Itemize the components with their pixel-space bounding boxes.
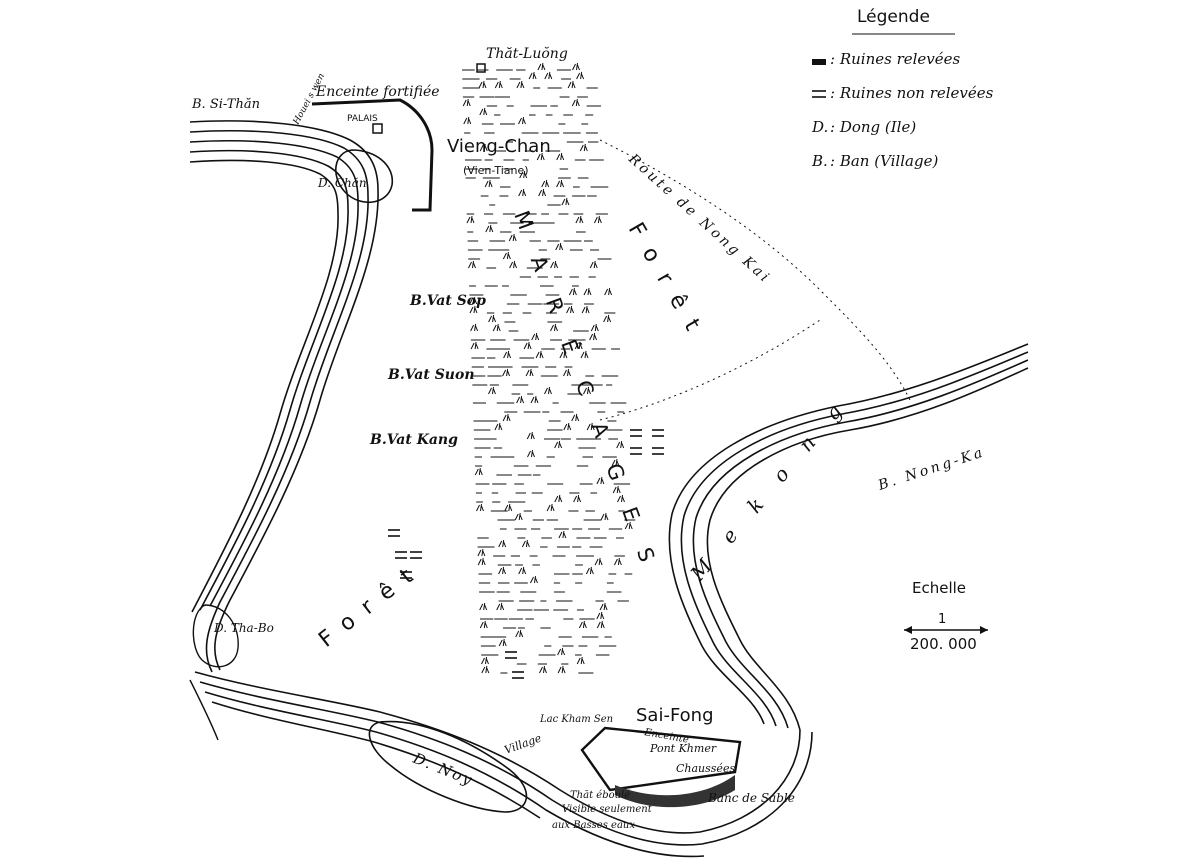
label-mekong: Mekong [685, 378, 865, 586]
scale-numerator: 1 [938, 612, 946, 627]
label-pont-khmer: Pont Khmer [649, 742, 717, 755]
label-that-eboule: Thăt éboulé [570, 790, 630, 801]
label-b-vat-suon: B.Vat Suon [387, 367, 475, 383]
tributary [189, 679, 219, 741]
palais-marker [372, 123, 383, 134]
label-banc-de-sable: Banc de Sable [707, 791, 795, 805]
label-village: Village [503, 731, 544, 757]
label-palais: PALAIS [347, 114, 378, 124]
sai-fong-enclosure [580, 726, 742, 792]
scale: Echelle 1 200. 000 [904, 579, 988, 653]
ruins-surveyed-icon [812, 59, 826, 65]
scale-arrow-left [904, 626, 912, 634]
scale-label: Echelle [912, 579, 966, 597]
legend-item-ruins-unsurveyed: : Ruines non relevées [830, 84, 994, 102]
label-b-si-than: B. Si-Thăn [191, 97, 260, 112]
d-tha-bo-island [192, 604, 239, 668]
label-foret-east: Forêt [623, 219, 713, 349]
fortified-enclosure [311, 98, 434, 212]
d-chan-island [335, 149, 393, 204]
label-enceinte-fortifiee: Enceinte fortifiée [315, 84, 440, 100]
route-nong-kai [599, 139, 911, 401]
label-that-luong: Thăt-Luŏng [486, 46, 568, 62]
legend-item-dong: : Dong (Ile) [830, 118, 916, 136]
ruins-unsurveyed-symbols [388, 429, 664, 679]
label-visible-seulement: Visible seulement [562, 804, 653, 815]
legend-symbol-dong: D. [811, 118, 828, 136]
label-b-vat-kang: B.Vat Kang [369, 432, 458, 448]
label-chaussees: Chaussées [676, 762, 735, 775]
that-luong-marker [476, 63, 486, 73]
label-aux-basses-eaux: aux Basses eaux [552, 820, 635, 831]
scale-denominator: 200. 000 [910, 635, 977, 653]
legend-title: Légende [857, 7, 930, 27]
label-foret-west: Forêt [314, 555, 429, 652]
marsh-texture [462, 62, 636, 674]
ruins-unsurveyed-icon [812, 90, 826, 98]
label-vien-tiane: (Vien-Tiane) [463, 164, 529, 177]
label-b-vat-sop: B.Vat Sop [409, 293, 486, 309]
route-branch [599, 319, 821, 421]
west-river [189, 120, 379, 673]
d-noy-island [368, 720, 528, 813]
sai-fong-hatching [615, 775, 735, 808]
label-d-chan: D. Chăn [317, 176, 367, 190]
scale-arrow-right [980, 626, 988, 634]
mekong-river [668, 343, 1029, 731]
legend-symbol-ban: B. [811, 152, 828, 170]
south-river [194, 671, 813, 858]
label-d-tha-bo: D. Tha-Bo [213, 621, 274, 635]
label-b-nong-ka: B. Nong-Ka [875, 444, 987, 494]
label-vieng-chan: Vieng-Chan [447, 136, 551, 157]
legend: Légende : Ruines relevées : Ruines non r… [811, 7, 994, 170]
label-lac-kham-sen: Lac Kham Sen [539, 714, 613, 725]
legend-item-ban: : Ban (Village) [830, 152, 938, 170]
label-sai-fong: Sai-Fong [636, 705, 714, 726]
legend-item-ruins-surveyed: : Ruines relevées [830, 50, 961, 68]
